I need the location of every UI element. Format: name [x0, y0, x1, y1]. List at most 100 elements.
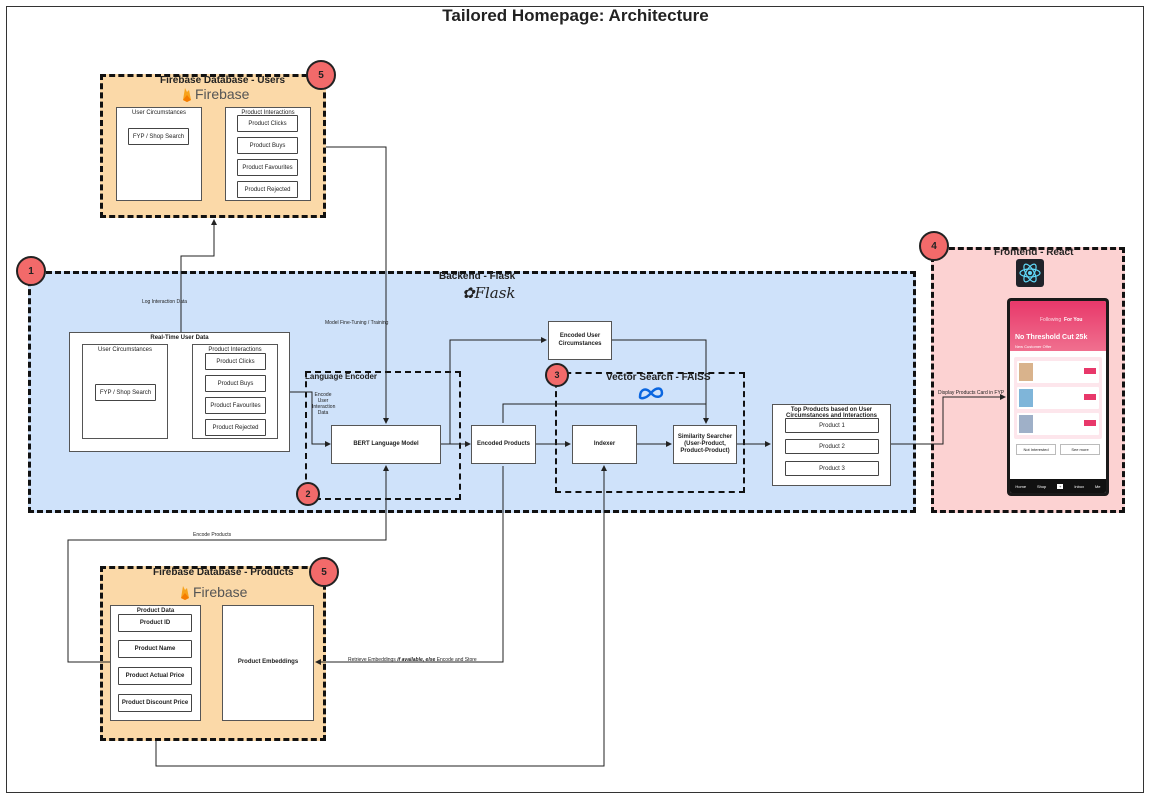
language-encoder-label: Language Encoder	[305, 372, 378, 381]
nav-shop[interactable]: Shop	[1036, 483, 1047, 489]
product-thumb	[1019, 415, 1033, 433]
top-product-2: Product 2	[785, 439, 879, 454]
users-circumstances-box: User Circumstances	[116, 107, 202, 201]
bottom-nav: Home Shop + Inbox Me	[1010, 479, 1106, 493]
see-more-button[interactable]: See more	[1060, 444, 1100, 455]
promo-subtitle: New Customer Offer	[1015, 344, 1052, 349]
phone-mockup: Following For You No Threshold Cut 25k N…	[1007, 298, 1109, 496]
buy-button[interactable]	[1084, 420, 1096, 426]
tab-following[interactable]: Following	[1040, 317, 1062, 323]
promo-title: No Threshold Cut 25k	[1015, 334, 1088, 341]
backend-item-clicks: Product Clicks	[205, 353, 266, 370]
edge-encode-user	[290, 391, 331, 447]
edge-retrieve-embeddings	[315, 466, 504, 665]
product-card[interactable]	[1017, 387, 1099, 409]
firebase-flame-icon	[183, 87, 191, 102]
tab-for-you[interactable]: For You	[1064, 317, 1083, 323]
frontend-title: Frontend - React	[994, 247, 1074, 258]
users-item-favourites: Product Favourites	[237, 159, 298, 176]
flask-logo: ✿Flask	[462, 284, 516, 302]
label-log-interaction: Log Interaction Data	[142, 299, 188, 305]
phone-header: Following For You No Threshold Cut 25k N…	[1010, 301, 1106, 351]
react-logo-icon	[1016, 259, 1044, 287]
users-fyp-box: FYP / Shop Search	[128, 128, 189, 145]
label-retrieve-prefix: Retrieve Embeddings	[348, 657, 396, 663]
backend-item-buys: Product Buys	[205, 375, 266, 392]
vector-search-label: Vector Search - FAISS	[606, 372, 711, 383]
edge-fine-tuning	[326, 146, 389, 424]
top-product-1: Product 1	[785, 418, 879, 433]
users-item-rejected: Product Rejected	[237, 181, 298, 198]
backend-interactions-label: Product Interactions	[208, 347, 262, 353]
nav-inbox[interactable]: Inbox	[1074, 483, 1085, 489]
label-retrieve-suffix: Encode and Store	[436, 657, 477, 663]
nav-create[interactable]: +	[1057, 483, 1064, 489]
encoded-user-node: Encoded User Circumstances	[548, 321, 612, 360]
diagram-title: Tailored Homepage: Architecture	[442, 6, 709, 25]
encoded-products-node: Encoded Products	[471, 425, 536, 464]
products-db-badge: 5	[309, 557, 339, 587]
vector-badge: 3	[545, 363, 569, 387]
not-interested-button[interactable]: Not Interested	[1016, 444, 1056, 455]
label-retrieve: Retrieve Embeddings if available, else E…	[348, 657, 477, 663]
language-encoder-zone	[305, 371, 461, 500]
edge-encoded-to-similarity	[502, 403, 706, 423]
buy-button[interactable]	[1084, 368, 1096, 374]
product-card[interactable]	[1017, 413, 1099, 435]
firebase-logo-products: Firebase	[180, 584, 247, 600]
field-discount-price: Product Discount Price	[118, 694, 192, 712]
indexer-node: Indexer	[572, 425, 637, 464]
label-retrieve-mid: if available, else	[397, 657, 436, 663]
backend-badge: 1	[16, 256, 46, 286]
users-item-buys: Product Buys	[237, 137, 298, 154]
users-interactions-label: Product Interactions	[241, 110, 295, 116]
frontend-badge: 4	[919, 231, 949, 261]
users-item-clicks: Product Clicks	[237, 115, 298, 132]
product-embeddings-node: Product Embeddings	[222, 605, 314, 721]
product-thumb	[1019, 389, 1033, 407]
products-db-title: Firebase Database - Products	[153, 567, 294, 578]
label-encode-products: Encode Products	[193, 532, 232, 538]
meta-logo-icon	[638, 387, 664, 400]
phone-screen: Following For You No Threshold Cut 25k N…	[1010, 301, 1106, 493]
encoder-badge: 2	[296, 482, 320, 506]
diagram-frame	[6, 6, 1144, 793]
bert-model-node: BERT Language Model	[331, 425, 441, 464]
users-circumstances-label: User Circumstances	[131, 110, 186, 116]
edge-encode-products	[67, 465, 389, 663]
nav-home[interactable]: Home	[1015, 483, 1027, 489]
firebase-logo-text: Firebase	[193, 584, 248, 600]
buy-button[interactable]	[1084, 394, 1096, 400]
backend-item-favourites: Product Favourites	[205, 397, 266, 414]
firebase-logo-text: Firebase	[195, 86, 250, 102]
field-product-id: Product ID	[118, 614, 192, 632]
users-db-title: Firebase Database - Users	[160, 75, 286, 86]
edge-log-interaction	[180, 219, 217, 332]
nav-me[interactable]: Me	[1094, 483, 1101, 489]
product-card-list	[1014, 357, 1102, 439]
field-product-name: Product Name	[118, 640, 192, 658]
backend-title: Backend - Flask	[439, 271, 516, 282]
label-fine-tuning: Model Fine-Tuning / Training	[325, 320, 389, 326]
top-products-title: Top Products based on User Circumstances…	[785, 407, 878, 419]
field-actual-price: Product Actual Price	[118, 667, 192, 685]
backend-fyp-box: FYP / Shop Search	[95, 384, 156, 401]
product-card[interactable]	[1017, 361, 1099, 383]
top-product-3: Product 3	[785, 461, 879, 476]
edge-bert-to-user	[449, 337, 547, 444]
firebase-flame-icon	[181, 585, 189, 600]
backend-circumstances-label: User Circumstances	[97, 347, 152, 353]
product-data-label: Product Data	[136, 608, 175, 614]
flask-logo-text: Flask	[474, 284, 516, 302]
edge-products-to-indexer	[155, 465, 607, 767]
label-encode-user: Encode User Interaction Data	[312, 392, 336, 416]
similarity-searcher-node: Similarity Searcher (User-Product, Produ…	[673, 425, 737, 464]
users-db-badge: 5	[306, 60, 336, 90]
realtime-data-label: Real-Time User Data	[150, 335, 209, 341]
product-thumb	[1019, 363, 1033, 381]
flask-horn-icon: ✿	[462, 284, 475, 302]
vector-search-zone	[555, 372, 745, 493]
edge-display	[891, 394, 1006, 445]
firebase-logo-users: Firebase	[182, 86, 249, 102]
